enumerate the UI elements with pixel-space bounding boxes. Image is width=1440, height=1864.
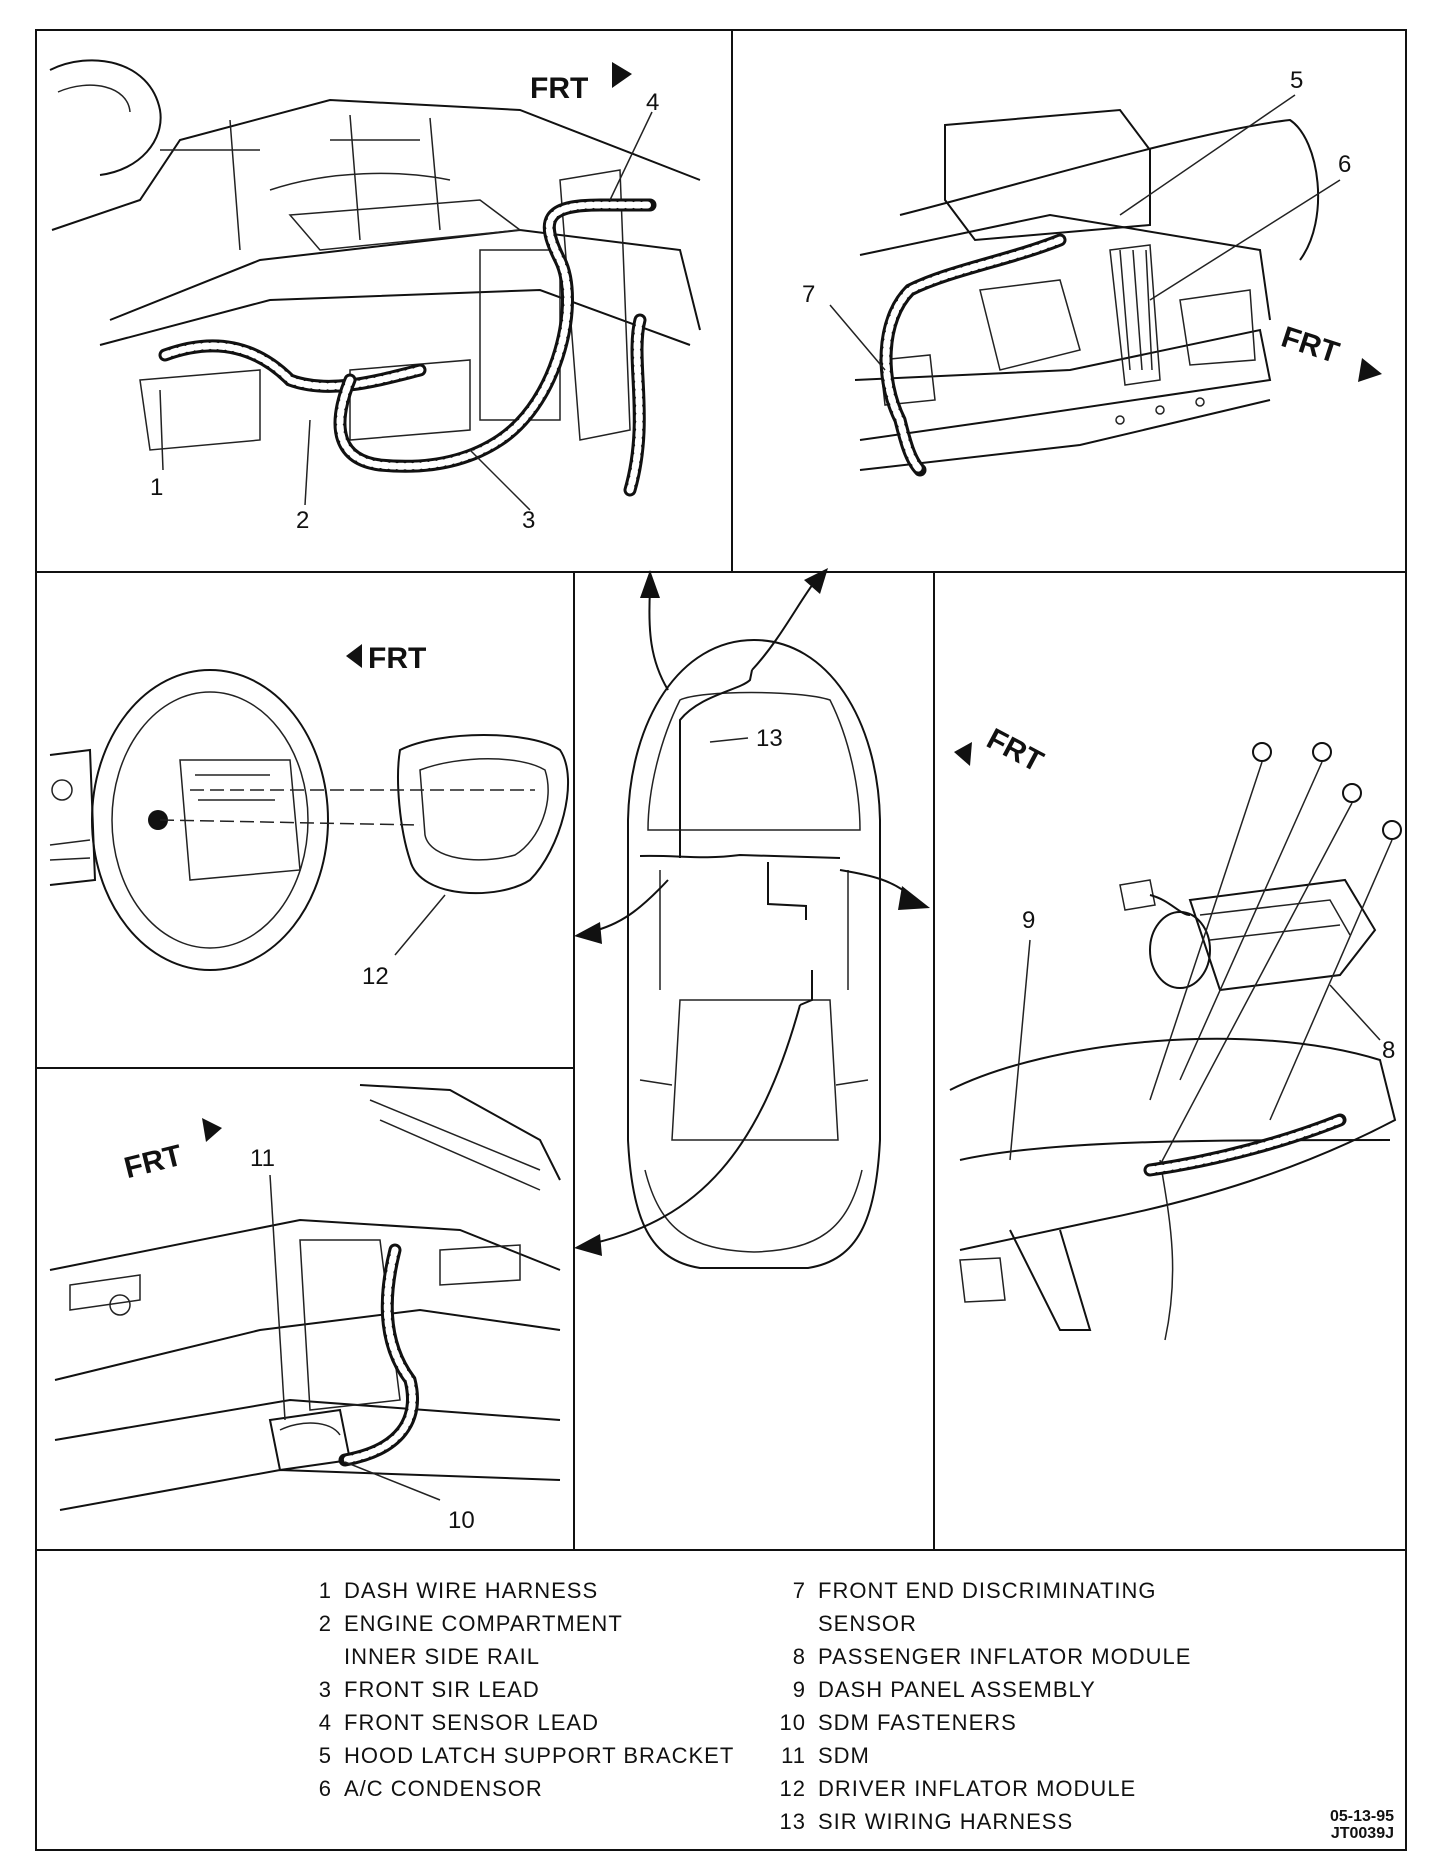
document-code: JT0039J (1330, 1825, 1394, 1842)
panel-frame (35, 29, 1407, 1851)
svg-text:FRT: FRT (368, 642, 426, 675)
callout-4: 4 (646, 89, 659, 116)
panel-driver-inflator (49, 669, 569, 971)
document-date: 05-13-95 (1329, 1808, 1394, 1825)
svg-text:FRT: FRT (530, 72, 588, 105)
panel-hood-latch (829, 94, 1341, 477)
callout-6: 6 (1338, 151, 1351, 178)
callout-10: 10 (448, 1507, 475, 1534)
callout-9: 9 (1022, 907, 1035, 934)
frt-indicator-5: FRT (121, 1118, 222, 1185)
document-id: 05-13-95 JT0039J (1330, 1808, 1394, 1842)
frt-indicator-1: FRT (530, 62, 632, 105)
callout-5: 5 (1290, 67, 1303, 94)
callout-7: 7 (802, 281, 815, 308)
fastener-bolt-group (1149, 742, 1402, 1166)
callout-13: 13 (756, 725, 783, 752)
callout-12: 12 (362, 963, 389, 990)
panel-vehicle-overview (574, 568, 930, 1269)
panel-sdm-floor (49, 1084, 561, 1511)
svg-text:FRT: FRT (1277, 321, 1343, 370)
callout-3: 3 (522, 507, 535, 534)
panel-engine-compartment (49, 59, 701, 511)
frt-indicator-4: FRT (954, 722, 1048, 779)
frt-indicator-3: FRT (346, 642, 426, 675)
callout-1: 1 (150, 474, 163, 501)
callout-8: 8 (1382, 1037, 1395, 1064)
callout-11: 11 (250, 1145, 275, 1172)
panel-passenger-inflator (949, 742, 1402, 1341)
frt-indicator-2: FRT (1277, 321, 1382, 382)
callout-2: 2 (296, 507, 309, 534)
svg-text:FRT: FRT (981, 722, 1048, 779)
svg-text:FRT: FRT (121, 1139, 186, 1185)
